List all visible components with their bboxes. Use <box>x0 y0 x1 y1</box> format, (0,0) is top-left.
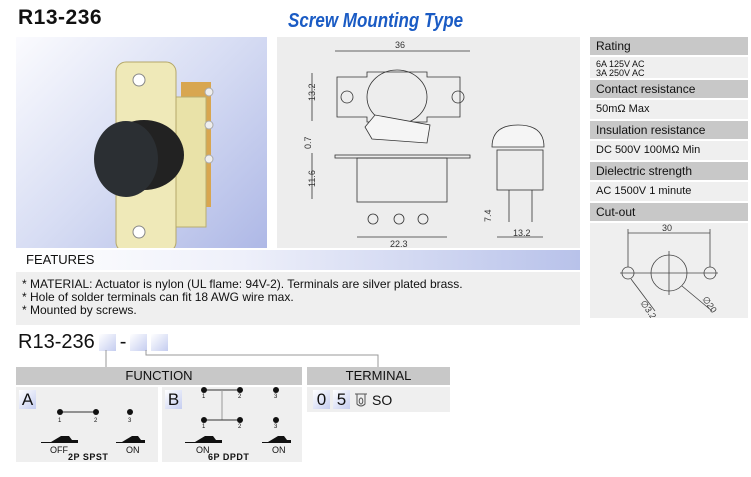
terminal-digit: 5 <box>333 390 350 409</box>
code-dash: - <box>119 331 127 353</box>
dim-0-7: 0.7 <box>303 136 313 149</box>
product-title: R13-236 <box>18 6 103 29</box>
terminal-name: SO <box>372 391 393 408</box>
dpdt-diagram <box>185 387 291 443</box>
terminal-code-box-1 <box>130 334 148 351</box>
code-connector-lines <box>105 350 379 367</box>
rating-line-2: 3A 250V AC <box>596 68 645 78</box>
spec-value-contact-resistance: 50mΩ Max <box>590 100 748 119</box>
dim-22-3: 22.3 <box>390 239 408 248</box>
state-label-on: ON <box>272 445 286 455</box>
part-code-base: R13-236 <box>18 331 95 353</box>
pin-label: 3 <box>274 424 278 430</box>
function-name: 2P SPST <box>68 452 109 462</box>
pin-label: 2 <box>94 418 98 424</box>
state-label-on: ON <box>126 445 140 455</box>
dim-7-4: 7.4 <box>483 209 493 222</box>
feature-item: * Hole of solder terminals can fit 18 AW… <box>22 290 294 304</box>
option-letter: B <box>165 390 182 409</box>
function-name: 6P DPDT <box>208 452 250 462</box>
pin-label: 1 <box>202 424 206 430</box>
state-label-off: OFF <box>50 445 68 455</box>
solder-terminal-icon <box>355 393 367 406</box>
cutout-dim-30: 30 <box>662 223 672 233</box>
part-number-code: R13-236 - <box>18 331 169 354</box>
features-header: FEATURES <box>16 250 580 270</box>
terminal-digit: 0 <box>313 390 330 409</box>
mounting-type-title: Screw Mounting Type <box>288 10 464 32</box>
spec-value-rating: 6A 125V AC 3A 250V AC <box>590 57 748 78</box>
pin-label: 3 <box>128 418 132 424</box>
dim-13-2-side: 13.2 <box>513 228 531 238</box>
terminal-option-05: 0 5 SO <box>307 387 450 412</box>
pin-label: 2 <box>238 394 242 400</box>
terminal-code-box-2 <box>151 334 169 351</box>
spec-label-rating: Rating <box>590 37 748 55</box>
state-label-on: ON <box>196 445 210 455</box>
dim-11-6: 11.6 <box>307 170 317 187</box>
cutout-dim-3-2: ∅3.2 <box>638 298 658 318</box>
specifications-table: Rating 6A 125V AC 3A 250V AC Contact res… <box>590 37 748 321</box>
dim-36: 36 <box>395 40 405 50</box>
spec-label-dielectric-strength: Dielectric strength <box>590 162 748 180</box>
spec-value-insulation-resistance: DC 500V 100MΩ Min <box>590 141 748 160</box>
features-list: * MATERIAL: Actuator is nylon (UL flame:… <box>16 272 580 325</box>
product-photo <box>16 37 267 253</box>
spec-value-dielectric-strength: AC 1500V 1 minute <box>590 182 748 201</box>
pin-label: 3 <box>274 394 278 400</box>
function-code-box <box>98 334 116 351</box>
spec-label-insulation-resistance: Insulation resistance <box>590 121 748 139</box>
spst-diagram <box>41 409 145 443</box>
spec-label-contact-resistance: Contact resistance <box>590 80 748 98</box>
option-letter: A <box>19 390 36 409</box>
cut-out-drawing: 30 ∅3.2 ∅20 <box>590 223 748 321</box>
spec-label-cut-out: Cut-out <box>590 203 748 221</box>
rating-line-1: 6A 125V AC <box>596 59 645 69</box>
pin-label: 1 <box>58 418 62 424</box>
function-option-b: B 1 2 3 1 2 3 ON ON 6P DPDT <box>162 387 302 462</box>
pin-label: 2 <box>238 424 242 430</box>
function-header: FUNCTION <box>16 367 302 385</box>
switch-photo-illustration <box>94 61 214 253</box>
cutout-dim-20: ∅20 <box>700 294 718 314</box>
terminal-header: TERMINAL <box>307 367 450 385</box>
function-option-a: A 1 2 3 OFF ON 2P SPST <box>16 387 158 462</box>
pin-label: 1 <box>202 394 206 400</box>
dim-13-2: 13.2 <box>307 83 317 101</box>
feature-item: * MATERIAL: Actuator is nylon (UL flame:… <box>22 277 463 291</box>
feature-item: * Mounted by screws. <box>22 303 137 317</box>
dimension-drawing: 36 13.2 22.3 0.7 11.6 13.2 7.4 <box>277 37 580 249</box>
